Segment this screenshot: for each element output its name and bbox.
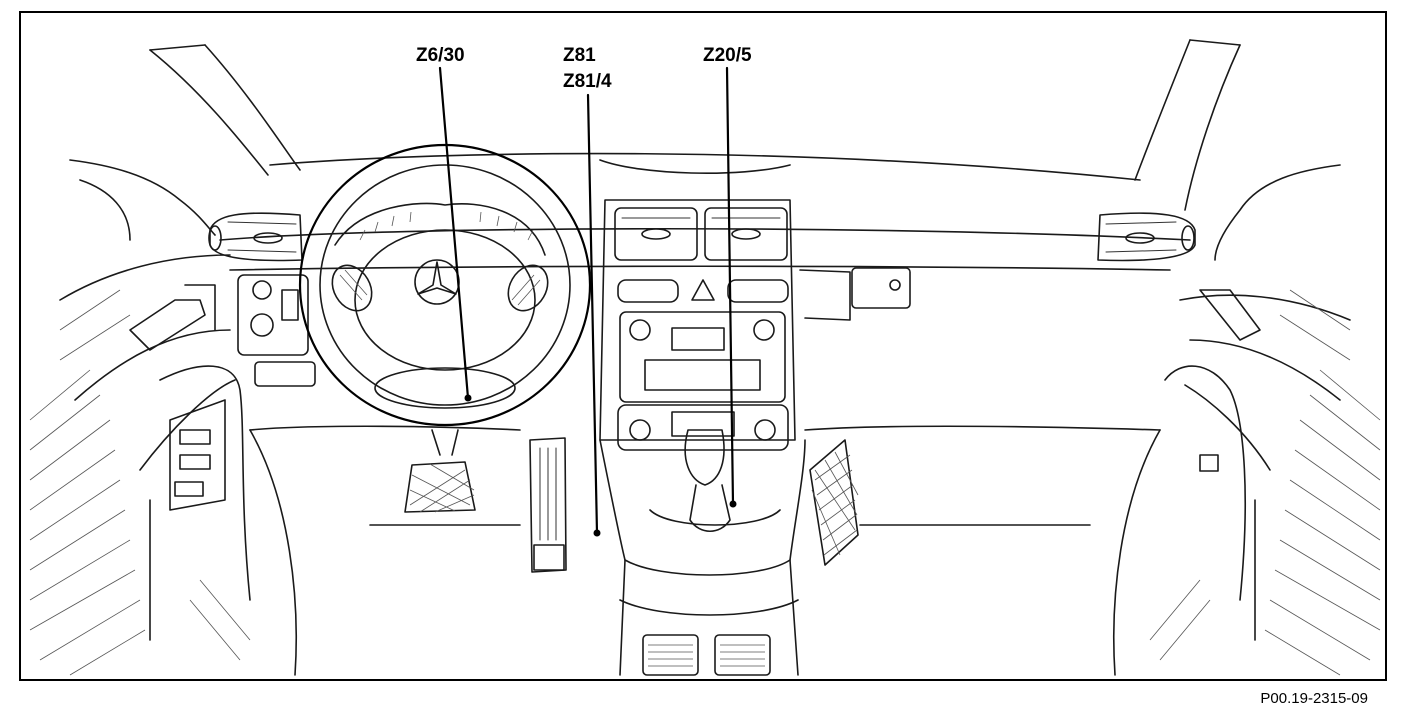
left-switch-panel bbox=[237, 274, 316, 387]
point-z6-30 bbox=[464, 394, 472, 402]
point-z20-5 bbox=[729, 500, 737, 508]
leader-z20-5 bbox=[725, 66, 735, 506]
center-stack bbox=[599, 199, 796, 451]
dashboard-top bbox=[219, 152, 1191, 431]
steering-wheel bbox=[298, 143, 592, 456]
center-console bbox=[599, 439, 806, 676]
point-z81 bbox=[593, 529, 601, 537]
accelerator-pedal bbox=[529, 437, 567, 573]
callout-label-z81-4: Z81/4 bbox=[563, 71, 612, 92]
figure-number: P00.19-2315-09 bbox=[1260, 690, 1368, 707]
glovebox-area bbox=[799, 267, 911, 321]
diagram-frame bbox=[19, 11, 1387, 681]
brake-pedal bbox=[404, 461, 476, 513]
callout-label-z81: Z81 bbox=[563, 45, 596, 66]
leader-z81 bbox=[586, 93, 599, 535]
left-air-vent bbox=[208, 212, 303, 262]
right-door-and-pillar bbox=[1134, 39, 1381, 676]
gear-shifter bbox=[649, 429, 781, 533]
floor-lines bbox=[249, 425, 1161, 676]
callout-label-z20-5: Z20/5 bbox=[703, 45, 752, 66]
left-door-and-pillar bbox=[29, 44, 301, 676]
passenger-footwell-mesh bbox=[809, 439, 859, 566]
leader-z6-30 bbox=[438, 66, 470, 400]
right-air-vent bbox=[1097, 212, 1196, 262]
callout-leaders bbox=[438, 66, 737, 537]
callout-label-z6-30: Z6/30 bbox=[416, 45, 465, 66]
